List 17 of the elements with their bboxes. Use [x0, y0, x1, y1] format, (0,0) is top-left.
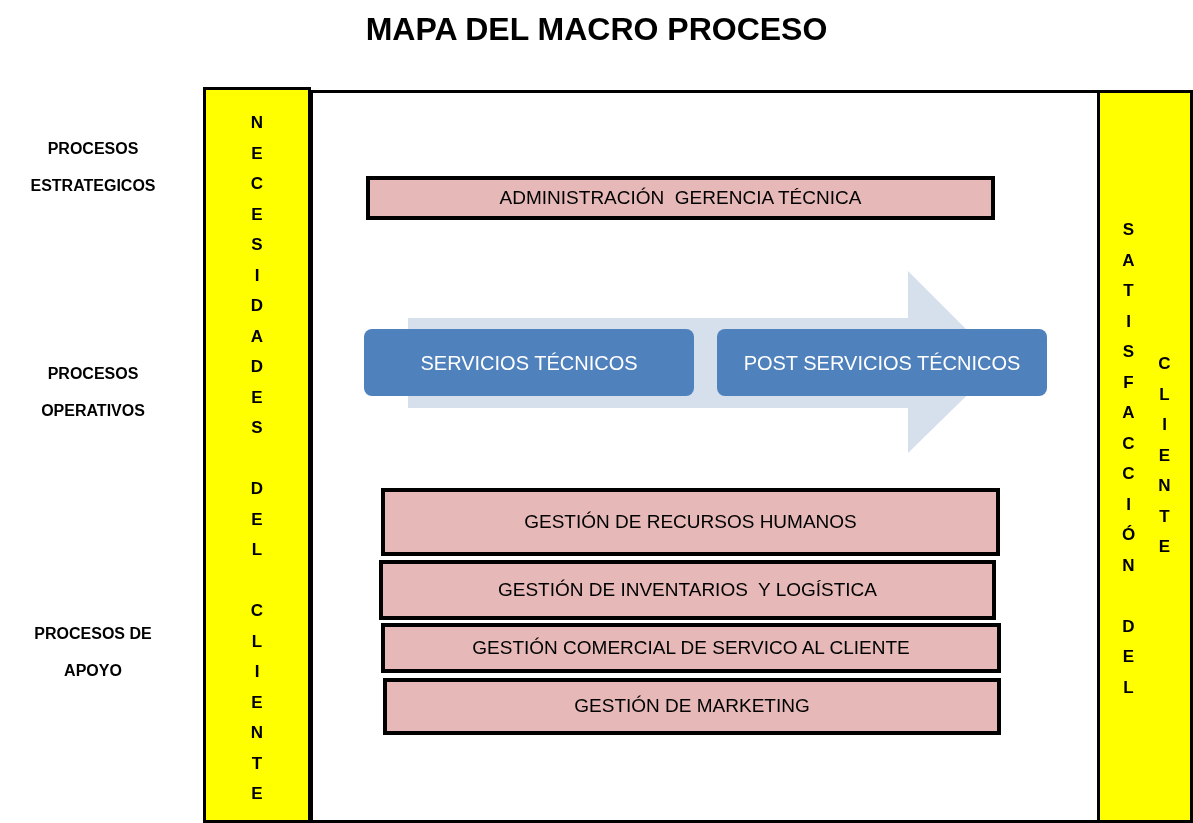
process-box: POST SERVICIOS TÉCNICOS	[717, 329, 1047, 396]
process-box: ADMINISTRACIÓN GERENCIA TÉCNICA	[366, 176, 995, 220]
process-box: SERVICIOS TÉCNICOS	[364, 329, 694, 396]
row-label: PROCESOS OPERATIVOS	[40, 364, 146, 421]
vertical-text: NECESIDADES DEL CLIENTE	[249, 112, 265, 805]
vertical-column	[203, 87, 311, 823]
vertical-text: CLIENTE	[1157, 353, 1172, 558]
vertical-column	[1097, 90, 1193, 823]
process-box: GESTIÓN DE MARKETING	[383, 678, 1001, 735]
row-label: PROCESOS ESTRATEGICOS	[29, 139, 157, 196]
process-box: GESTIÓN DE RECURSOS HUMANOS	[381, 488, 1000, 556]
process-box: GESTIÓN COMERCIAL DE SERVICO AL CLIENTE	[381, 623, 1001, 673]
row-label: PROCESOS DE APOYO	[33, 624, 153, 681]
process-box: GESTIÓN DE INVENTARIOS Y LOGÍSTICA	[379, 560, 996, 620]
title: MAPA DEL MACRO PROCESO	[364, 10, 829, 49]
vertical-text: SATISFACCIÓN DEL	[1120, 219, 1137, 699]
process-frame	[310, 90, 1100, 823]
